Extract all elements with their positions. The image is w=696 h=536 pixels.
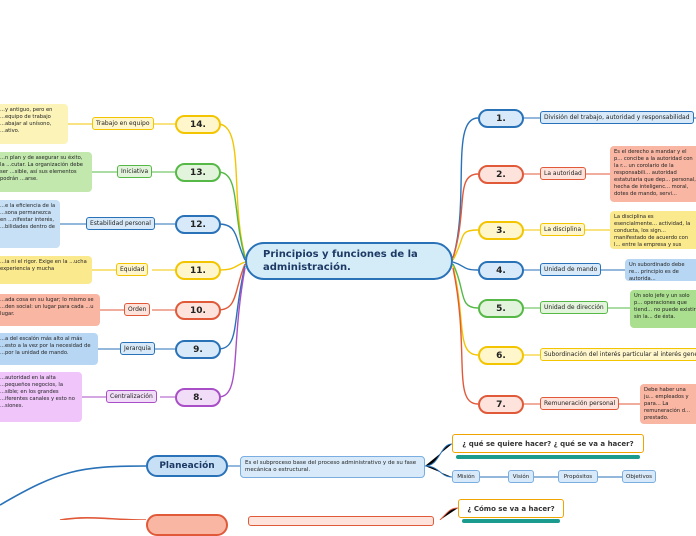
principle-11-description: ...ia ni el rigor. Exige en la ...ucha e…: [0, 256, 92, 284]
principle-5-number[interactable]: 5.: [478, 299, 524, 318]
organizacion-question[interactable]: ¿ Cómo se va a hacer?: [458, 499, 564, 518]
principle-7-description: Debe haber una ju... empleados y para...…: [640, 384, 696, 424]
principle-2-description: Es el derecho a mandar y el p... concibe…: [610, 146, 696, 202]
principle-4-number[interactable]: 4.: [478, 261, 524, 280]
item-mision[interactable]: Misión: [452, 470, 480, 483]
item-objetivos[interactable]: Objetivos: [622, 470, 656, 483]
principle-8-label[interactable]: Centralización: [106, 390, 157, 403]
principle-9-number[interactable]: 9.: [175, 340, 221, 359]
principle-2-label[interactable]: La autoridad: [540, 167, 586, 180]
principle-12-number[interactable]: 12.: [175, 215, 221, 234]
principle-10-label[interactable]: Orden: [124, 303, 151, 316]
planeacion-question[interactable]: ¿ qué se quiere hacer? ¿ qué se va a hac…: [452, 434, 644, 453]
principle-13-number[interactable]: 13.: [175, 163, 221, 182]
principle-14-number[interactable]: 14.: [175, 115, 221, 134]
planeacion-question-underline: [456, 455, 640, 459]
principle-11-label[interactable]: Equidad: [116, 263, 149, 276]
principle-3-label[interactable]: La disciplina: [540, 223, 586, 236]
principle-5-description: Un solo jefe y un solo p... operaciones …: [630, 290, 696, 328]
principle-13-description: ...n plan y de asegurar su éxito, la ...…: [0, 152, 92, 192]
principle-9-description: ...a del escalón más alto al más ...esto…: [0, 333, 98, 365]
principle-7-label[interactable]: Remuneración personal: [540, 397, 620, 410]
principle-3-number[interactable]: 3.: [478, 221, 524, 240]
principle-6-label[interactable]: Subordinación del interés particular al …: [540, 348, 696, 361]
principle-10-number[interactable]: 10.: [175, 301, 221, 320]
organizacion-description: [248, 516, 434, 526]
principle-4-description: Un subordinado debe re... principio es d…: [625, 259, 696, 281]
principle-1-label[interactable]: División del trabajo, autoridad y respon…: [540, 111, 694, 124]
principle-1-number[interactable]: 1.: [478, 109, 524, 128]
principle-11-number[interactable]: 11.: [175, 261, 221, 280]
organizacion-node[interactable]: [146, 514, 228, 536]
principle-8-number[interactable]: 8.: [175, 388, 221, 407]
central-topic-line1: Principios y funciones de la: [263, 249, 418, 260]
principle-12-label[interactable]: Estabilidad personal: [86, 217, 155, 230]
principle-6-number[interactable]: 6.: [478, 346, 524, 365]
item-propositos[interactable]: Propósitos: [558, 470, 598, 483]
central-topic[interactable]: Principios y funciones de la administrac…: [245, 242, 453, 280]
principle-3-description: La disciplina es esencialmente... activi…: [610, 211, 696, 249]
principle-10-description: ...ada cosa en su lugar; lo mismo se ...…: [0, 294, 100, 326]
principle-5-label[interactable]: Unidad de dirección: [540, 301, 608, 314]
item-vision[interactable]: Visión: [508, 470, 534, 483]
principle-12-description: ...e la eficiencia de la ...sona permane…: [0, 200, 60, 248]
principle-13-label[interactable]: Iniciativa: [117, 165, 153, 178]
principle-14-label[interactable]: Trabajo en equipo: [92, 117, 154, 130]
central-topic-line2: administración.: [263, 262, 351, 273]
planeacion-description: Es el subproceso base del proceso admini…: [240, 456, 425, 478]
connector-lines: [0, 117, 696, 520]
planeacion-node[interactable]: Planeación: [146, 455, 228, 477]
principle-4-label[interactable]: Unidad de mando: [540, 263, 602, 276]
principle-14-description: ...y antiguo, pero en ...equipo de traba…: [0, 104, 68, 144]
principle-7-number[interactable]: 7.: [478, 395, 524, 414]
principle-2-number[interactable]: 2.: [478, 165, 524, 184]
principle-8-description: ...autoridad en la alta ...pequeños nego…: [0, 372, 82, 422]
principle-9-label[interactable]: Jerarquía: [120, 342, 155, 355]
